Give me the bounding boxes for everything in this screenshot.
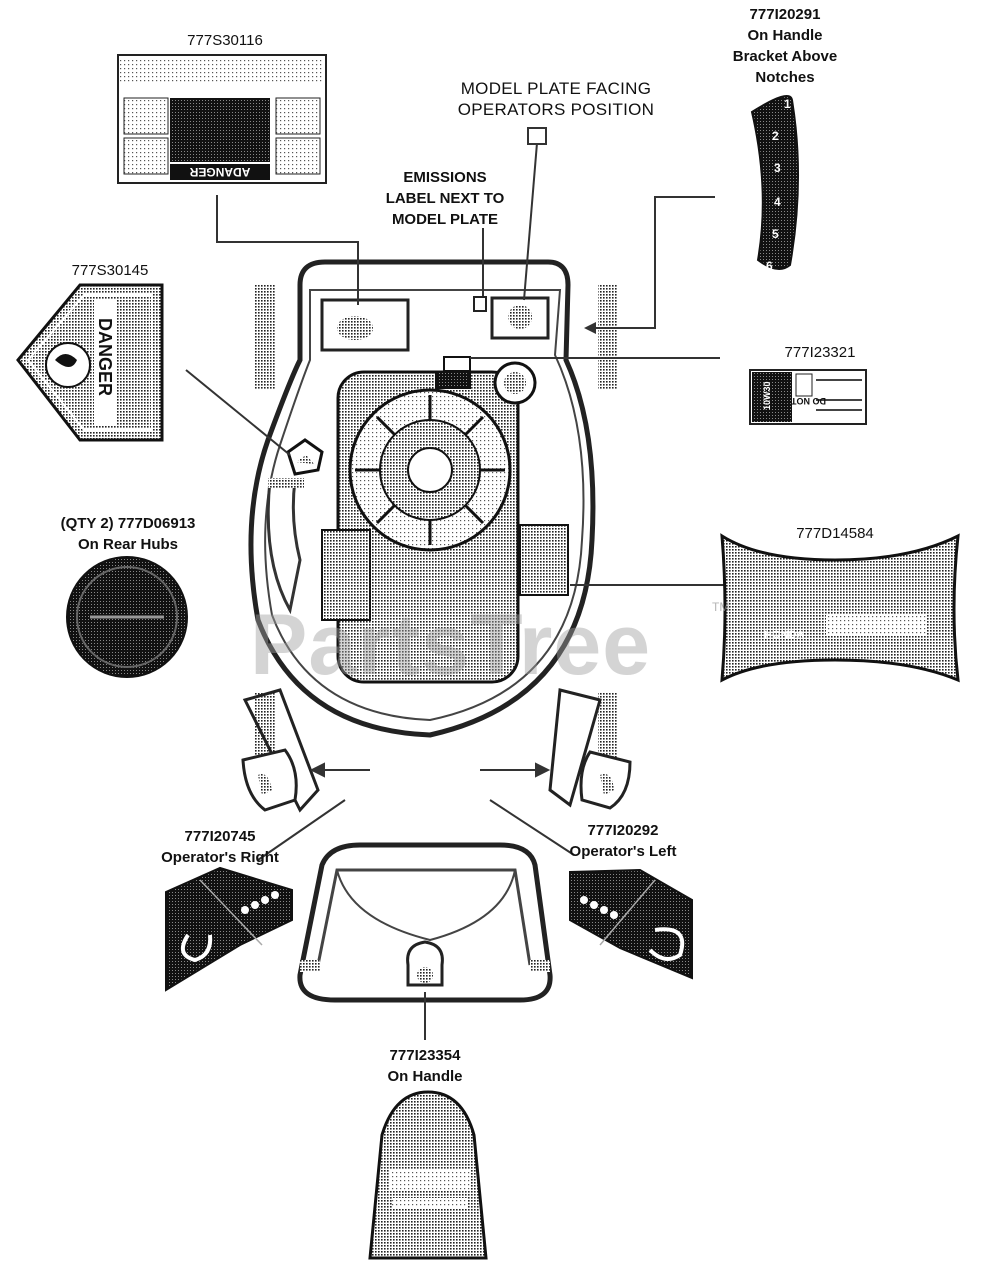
watermark-trademark: TM bbox=[712, 600, 730, 614]
callout-on-handle: 777I23354 On Handle bbox=[370, 1045, 480, 1087]
callout-operators-left: 777I20292 Operator's Left bbox=[548, 820, 698, 862]
leader-lines bbox=[185, 142, 735, 1040]
notch-number-6: 6 bbox=[766, 259, 773, 273]
callout-line: 777I20291 bbox=[749, 6, 821, 23]
wheel-front-left bbox=[255, 285, 275, 390]
callout-777I20291: 777I20291 On Handle Bracket Above Notche… bbox=[715, 4, 855, 88]
callout-line: 777I23354 bbox=[389, 1047, 461, 1064]
callout-emissions: EMISSIONS LABEL NEXT TO MODEL PLATE bbox=[365, 167, 525, 230]
handle-bail-center bbox=[406, 940, 444, 987]
deck-label-spot-left bbox=[320, 298, 410, 352]
decal-danger-pentagon: DANGER bbox=[16, 283, 164, 442]
handle-arm-right bbox=[548, 688, 602, 808]
emissions-label-spot bbox=[473, 296, 487, 312]
callout-777S30145: 777S30145 bbox=[55, 260, 165, 281]
callout-operators-right: 777I20745 Operator's Right bbox=[140, 826, 300, 868]
callout-line: (QTY 2) 777D06913 bbox=[60, 515, 196, 532]
engine-side-box bbox=[321, 529, 371, 621]
decal-brand-banner: HONDA bbox=[720, 533, 960, 683]
decal-notch-arc: 1 2 3 4 5 6 bbox=[750, 95, 800, 273]
decal-operators-left bbox=[569, 868, 693, 980]
upper-handle bbox=[297, 842, 553, 1003]
callout-line: 777I23321 bbox=[784, 344, 856, 361]
oil-label-spot bbox=[435, 371, 471, 389]
mower-illustration bbox=[241, 259, 632, 1003]
callout-line: EMISSIONS bbox=[403, 169, 487, 186]
direction-arrows bbox=[309, 762, 551, 778]
callout-777S30116: 777S30116 bbox=[170, 30, 280, 51]
callout-line: 777S30116 bbox=[187, 32, 263, 49]
callout-777I23321: 777I23321 bbox=[765, 342, 875, 363]
decal-oil-right: DO NOT bbox=[790, 396, 826, 406]
callout-line: On Handle bbox=[387, 1068, 463, 1085]
decal-hub-disc bbox=[66, 556, 188, 678]
notch-number-2: 2 bbox=[772, 129, 779, 143]
notch-number-1: 1 bbox=[784, 97, 791, 111]
decal-oil: 10W30 DO NOT bbox=[749, 369, 867, 425]
callout-line: MODEL PLATE bbox=[391, 211, 499, 228]
wheel-front-right bbox=[598, 285, 618, 390]
notch-number-5: 5 bbox=[772, 227, 779, 241]
callout-rear-hubs: (QTY 2) 777D06913 On Rear Hubs bbox=[38, 513, 218, 555]
callout-model-plate: MODEL PLATE FACING OPERATORS POSITION bbox=[418, 78, 694, 120]
callout-line: 777I20292 bbox=[587, 822, 659, 839]
decal-oil-left: 10W30 bbox=[762, 381, 772, 410]
callout-line: 777S30145 bbox=[71, 262, 149, 279]
decal-warning-top-word: ADANGER bbox=[189, 165, 250, 179]
callout-line: Notches bbox=[755, 69, 815, 86]
callout-line: OPERATORS POSITION bbox=[457, 100, 655, 119]
model-plate-marker bbox=[527, 127, 547, 145]
handle-bracket-left bbox=[241, 748, 298, 812]
decal-operators-right bbox=[165, 866, 293, 992]
notch-number-3: 3 bbox=[774, 161, 781, 175]
callout-line: On Handle bbox=[747, 27, 823, 44]
decal-danger-word: DANGER bbox=[95, 318, 115, 396]
callout-line: Bracket Above bbox=[732, 48, 838, 65]
callout-line: On Rear Hubs bbox=[77, 536, 179, 553]
callout-line: 777I20745 bbox=[184, 828, 256, 845]
decal-handle-tag bbox=[368, 1090, 488, 1260]
mower-deck bbox=[248, 259, 596, 738]
model-plate-spot bbox=[490, 296, 550, 340]
callout-line: 777D14584 bbox=[796, 525, 874, 542]
callout-line: Operator's Right bbox=[161, 849, 279, 866]
notch-number-4: 4 bbox=[774, 195, 781, 209]
decal-brand-small: HONDA bbox=[764, 629, 804, 641]
callout-line: LABEL NEXT TO bbox=[385, 190, 505, 207]
callout-line: MODEL PLATE FACING bbox=[460, 79, 652, 98]
watermark: PartsTree bbox=[250, 597, 652, 693]
decal-warning-top: ADANGER bbox=[117, 54, 327, 184]
callout-777D14584: 777D14584 bbox=[780, 523, 890, 544]
callout-line: Operator's Left bbox=[569, 843, 677, 860]
